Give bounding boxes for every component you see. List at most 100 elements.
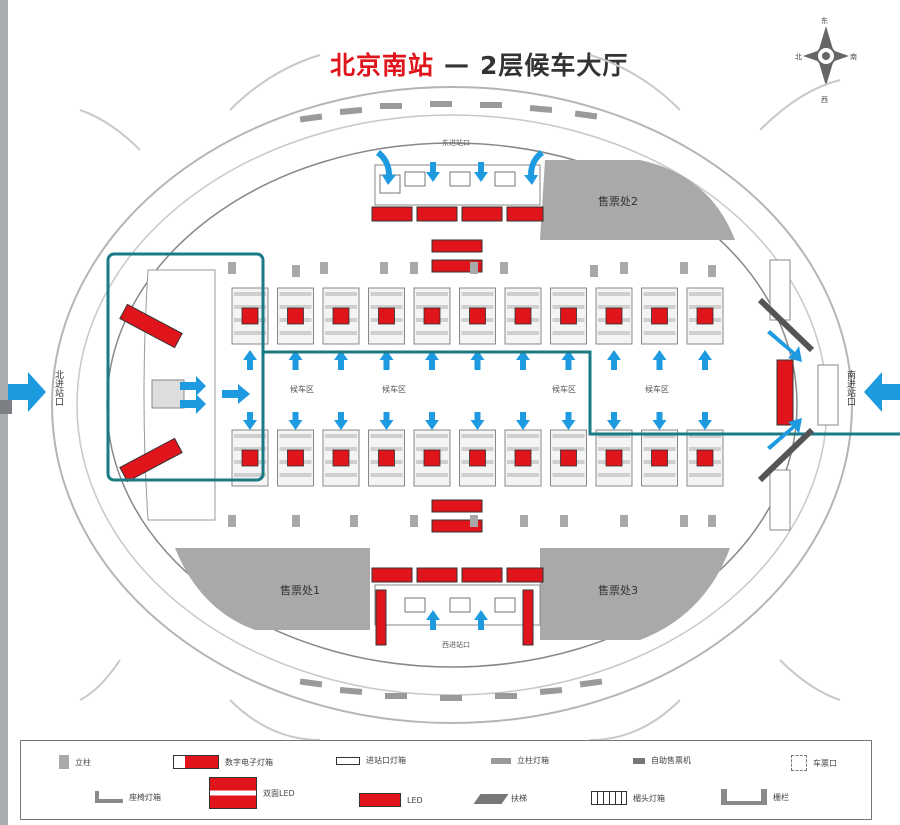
seat-block [413,287,451,345]
legend-item-seat-lightbox: 座椅灯箱 [95,791,161,803]
seat-led [651,307,668,325]
bottom-entrance-arrows-icon [426,610,488,630]
title-dash: — [444,49,471,79]
legend-item-digital-sign: 数字电子灯箱 [173,755,273,769]
west-entrance-block [371,499,544,646]
waiting-area-label-2: 候车区 [382,384,406,394]
seat-led [605,307,623,325]
seat-led [423,307,441,325]
pillar [708,265,716,277]
east-entrance-block [371,164,544,273]
pillar [500,262,508,274]
legend-item-entrance-lightbox: 进站口灯箱 [336,755,406,766]
arrow-down-icon [243,412,257,430]
seat-led [514,307,532,325]
seat-block [459,287,496,345]
floor-name: 2层候车大厅 [480,51,629,80]
seat-block [459,429,496,487]
north-gate-highlight-frame [106,252,265,482]
pillar [292,265,300,277]
seat-led [514,449,532,467]
ticket-office-2-area [540,160,735,240]
pillar [620,262,628,274]
seat-led [332,307,350,325]
legend-item-double-led: 双面LED [209,777,295,809]
station-name: 北京南站 [330,51,435,80]
seat-led [696,449,714,467]
legend-label: 立柱灯箱 [517,756,549,765]
seat-block [368,287,405,345]
seat-block [322,429,360,487]
pillar [590,265,598,277]
pillar [292,515,300,527]
arrow-down-icon [425,412,439,430]
legend-label: 座椅灯箱 [129,792,161,802]
arrow-down-icon [288,412,303,430]
compass-south: 南 [850,52,857,61]
south-entrance-label: 南进站口 [845,369,856,406]
seat-block [504,429,542,487]
pillar-markers [228,262,716,527]
pillar [350,515,358,527]
legend-label: 车票口 [813,758,837,768]
pillar [560,515,568,527]
pillar [470,515,478,527]
seat-led [378,449,395,467]
seat-led [605,449,623,467]
seat-led [287,307,304,325]
road-markings-top [299,101,598,123]
south-entrance-arrow-icon [864,372,900,412]
railing-icon [721,789,767,805]
seat-block [641,429,678,487]
legend-label: 自助售票机 [651,756,691,765]
legend-item-ticket-gate: 车票口 [791,755,837,771]
arrow-up-icon [334,350,348,370]
seat-led [651,449,668,467]
waiting-area-label-3: 候车区 [552,384,576,394]
seat-block [368,429,405,487]
legend-label: 数字电子灯箱 [225,757,273,767]
seat-block [322,287,360,345]
waiting-area-label-1: 候车区 [290,384,314,394]
double-led-icon [209,777,257,809]
seat-led [560,449,577,467]
legend-item-railing: 栅栏 [721,789,789,805]
seat-block [550,429,587,487]
compass-east: 东 [821,16,828,25]
pillar [680,515,688,527]
legend-item-column-lightbox: 立柱灯箱 [491,755,549,766]
arrow-down-icon [652,412,667,430]
arrow-up-icon [561,350,576,370]
arrow-down-icon [607,412,621,430]
seat-led [560,307,577,325]
road-top [79,54,841,151]
map-legend: 立柱 数字电子灯箱 进站口灯箱 立柱灯箱 自助售票机 车票口 座椅灯箱 双面LE… [20,740,872,820]
column-lightbox-icon [491,757,511,764]
map-title: 北京南站 — 2层候车大厅 [330,44,628,84]
arrow-up-icon [698,350,712,370]
seat-blocks [231,287,724,487]
seat-led [287,449,304,467]
seat-block [686,429,724,487]
arrow-down-icon [379,412,394,430]
pillar [520,515,528,527]
left-strip-marker [0,400,12,414]
led-icon [359,793,401,807]
pillar [680,262,688,274]
seat-led [241,449,259,467]
pillar [470,262,478,274]
seat-block [550,287,587,345]
seat-led [469,449,486,467]
legend-label: 楣头灯箱 [633,793,665,803]
arrow-up-icon [288,350,303,370]
legend-item-header-lightbox: 楣头灯箱 [591,791,665,805]
legend-label: 进站口灯箱 [366,756,406,765]
seat-block [277,287,314,345]
south-gate-area [757,259,839,531]
ticket-office-3-area [540,548,730,640]
pillar [320,262,328,274]
arrow-up-icon [243,350,257,370]
pillar [410,515,418,527]
road-bottom [79,659,841,740]
road-markings-bottom [299,678,603,701]
